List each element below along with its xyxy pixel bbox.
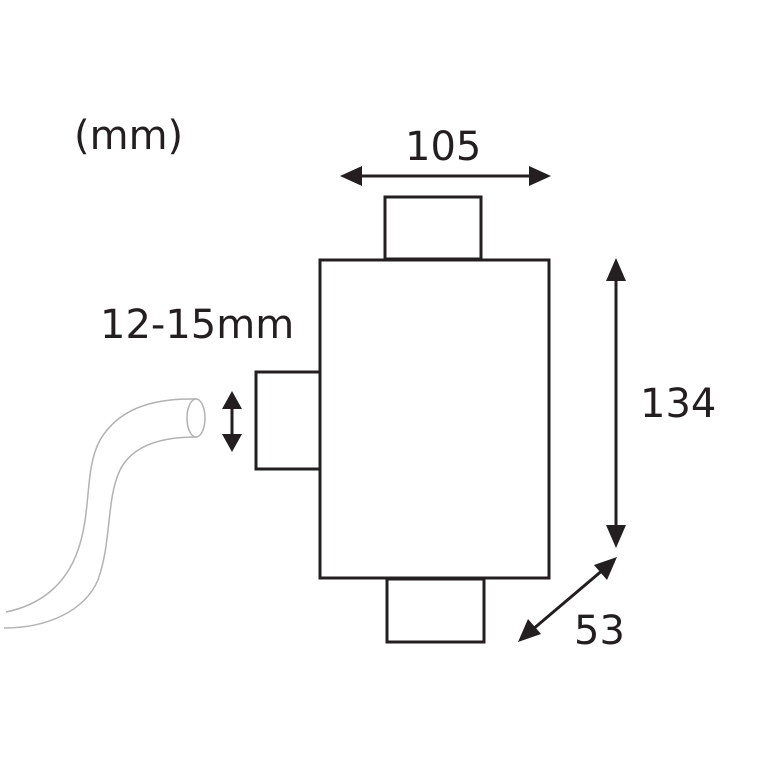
height-label: 134 [640, 381, 716, 427]
cable-diameter-label: 12-15mm [100, 302, 294, 348]
units-label: (mm) [74, 113, 183, 159]
bottom-connector [385, 577, 486, 644]
top-connector [383, 195, 483, 261]
width-label: 105 [405, 124, 481, 170]
height-arrow [606, 258, 626, 548]
depth-arrow [518, 557, 617, 642]
depth-label: 53 [574, 608, 625, 654]
cable-hose [3, 398, 206, 629]
cable-diameter-arrow [222, 391, 242, 452]
housing-body [318, 258, 551, 580]
side-cable-gland [254, 370, 322, 471]
width-arrow [340, 166, 551, 186]
